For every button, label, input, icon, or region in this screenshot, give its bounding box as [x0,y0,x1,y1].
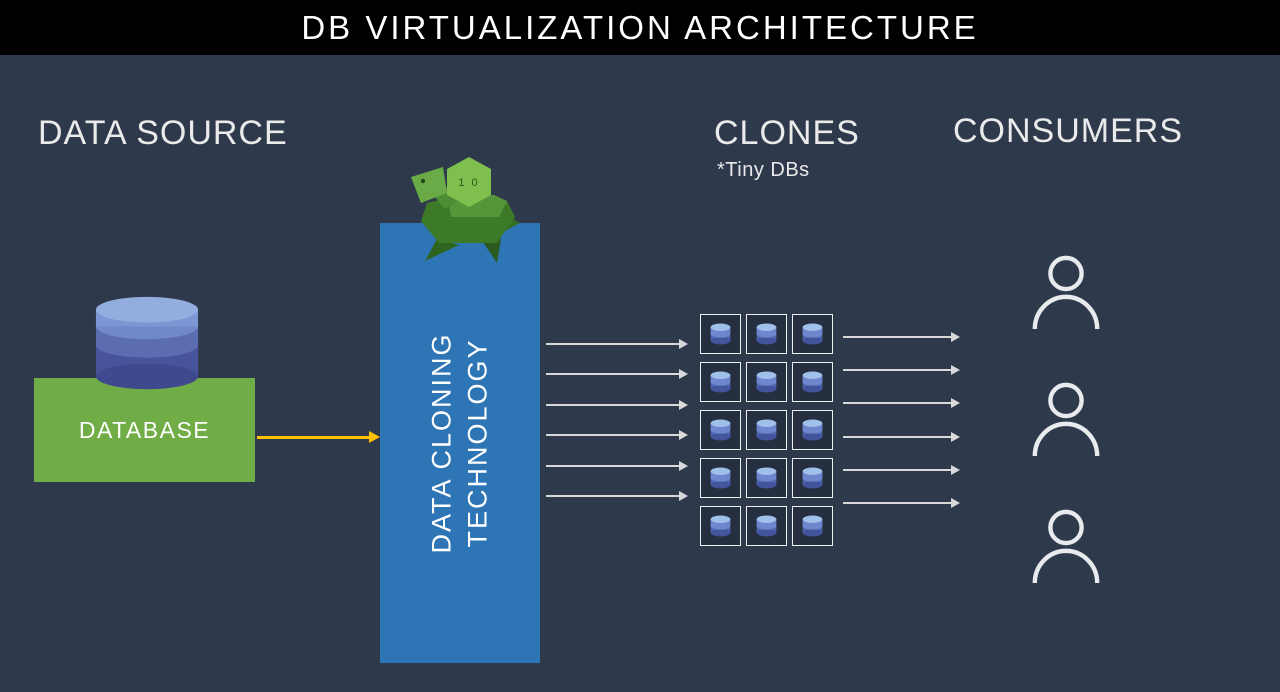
arrow-head [679,399,688,410]
consumers-heading: CONSUMERS [953,112,1184,150]
arrow-shaft [546,494,679,497]
tiny-database-icon [792,410,833,450]
data-source-heading: DATA SOURCE [38,114,288,152]
arrow-shaft [843,468,951,471]
tiny-database-icon [746,458,787,498]
tiny-database-icon [746,362,787,402]
arrow-head [951,497,960,508]
right-arrow-icon [843,364,960,376]
right-arrow-icon [843,431,960,443]
source-to-cloning-arrow-icon [257,430,380,444]
database-shape: DATABASE [34,378,255,482]
tiny-database-icon [792,314,833,354]
data-cloning-label: DATA CLONING TECHNOLOGY [424,332,497,553]
right-arrow-icon [546,399,688,411]
right-arrow-icon [843,464,960,476]
turtle-icon: 1 0 [403,155,521,267]
tiny-database-icon [746,410,787,450]
arrow-head [679,369,688,380]
right-arrow-icon [843,331,960,343]
right-arrow-icon [546,368,688,380]
data-cloning-label-line2: TECHNOLOGY [463,338,493,548]
database-cylinder-icon [93,295,201,397]
arrow-shaft [546,343,679,345]
arrow-shaft [546,464,679,467]
right-arrow-icon [546,338,688,350]
arrow-shaft [546,373,679,376]
tiny-database-icon [700,410,741,450]
tiny-database-icon [746,314,787,354]
title-bar: DB VIRTUALIZATION ARCHITECTURE [0,0,1280,55]
arrow-shaft [257,435,369,439]
arrow-head [679,430,688,441]
arrow-shaft [843,402,951,405]
arrow-head [679,339,688,349]
tiny-database-icon [700,458,741,498]
arrow-shaft [843,501,951,504]
tiny-database-icon [700,506,741,546]
tiny-database-icon [792,458,833,498]
arrow-head [951,332,960,342]
clones-grid [700,314,833,546]
consumers-column [1027,252,1105,586]
data-cloning-box: DATA CLONING TECHNOLOGY [380,223,540,663]
person-icon [1027,379,1105,459]
arrow-shaft [843,369,951,372]
clones-heading: CLONES [714,114,860,152]
tiny-database-icon [792,362,833,402]
person-icon [1027,506,1105,586]
arrow-shaft [843,435,951,438]
right-arrow-icon [843,397,960,409]
tiny-database-icon [792,506,833,546]
arrow-head [951,365,960,376]
arrow-head [951,431,960,442]
database-label: DATABASE [78,416,211,443]
tiny-database-icon [700,362,741,402]
arrow-head [369,431,380,443]
arrow-shaft [546,434,679,437]
person-icon [1027,252,1105,332]
turtle-shell-text: 1 0 [458,177,479,189]
cloning-to-clones-arrows [546,338,688,502]
right-arrow-icon [546,490,688,502]
arrow-shaft [546,403,679,406]
right-arrow-icon [546,429,688,441]
clones-subheading: *Tiny DBs [717,159,810,181]
arrow-head [679,490,688,501]
clones-to-consumers-arrows [843,331,960,509]
right-arrow-icon [546,460,688,472]
page-title: DB VIRTUALIZATION ARCHITECTURE [301,8,979,46]
data-cloning-label-line1: DATA CLONING [426,332,457,554]
tiny-database-icon [746,506,787,546]
arrow-head [679,460,688,471]
arrow-head [951,398,960,409]
right-arrow-icon [843,497,960,509]
arrow-shaft [843,336,951,338]
arrow-head [951,464,960,475]
tiny-database-icon [700,314,741,354]
